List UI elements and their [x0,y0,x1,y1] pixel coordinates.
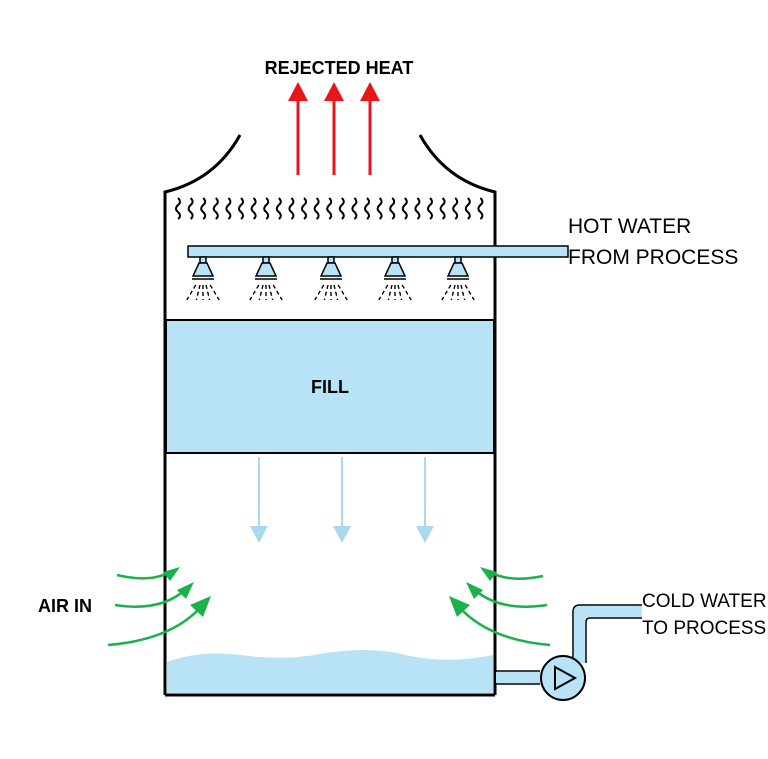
spray-nozzle-icon [314,256,348,301]
air-arrow [466,582,548,608]
air-arrow [449,596,551,647]
drift-squiggle [263,197,270,220]
drift-squiggle [212,197,219,220]
drift-squiggle [414,197,421,220]
drip-arrow [416,457,434,543]
cold-water-label-line1: COLD WATER [642,591,767,612]
air-in-label: AIR IN [38,596,92,616]
fill-label: FILL [311,377,349,397]
drift-squiggle [175,197,181,220]
drift-squiggle [338,197,345,220]
air-in-arrows-left [107,567,211,647]
air-arrow [107,596,211,647]
drift-squiggle [389,197,396,220]
heat-arrow [360,82,380,175]
spray-nozzle-icon [378,256,412,301]
rejected-heat-label: REJECTED HEAT [265,58,414,78]
spray-nozzles [186,256,475,301]
drift-squiggle [351,197,358,220]
drift-squiggle [326,197,333,220]
drift-squiggle [439,197,446,220]
hot-water-label-line1: HOT WATER [568,215,691,238]
drift-squiggle [288,197,295,220]
drift-squiggle [452,197,459,220]
pump-icon [540,655,586,701]
drift-squiggle [464,197,471,220]
heat-arrow [288,82,308,175]
drift-squiggle [401,197,408,220]
spray-nozzle-icon [441,256,475,301]
drift-squiggle [376,197,383,220]
drip-arrow [333,457,351,543]
air-in-arrows-right [449,567,551,647]
air-arrow [114,582,194,608]
spray-nozzle-icon [186,256,220,301]
basin-water [167,649,493,693]
cold-water-outlet [496,604,642,685]
cold-water-label-line2: TO PROCESS [642,618,766,639]
fill-media [165,319,495,454]
drift-squiggle [477,197,484,220]
drip-arrow [250,457,268,543]
drift-squiggle [275,197,282,220]
air-arrow [116,567,180,581]
drift-squiggle [427,197,433,220]
falling-water-arrows [250,457,434,543]
heat-arrow [324,82,344,175]
hot-water-label-line2: FROM PROCESS [568,246,738,269]
drift-squiggle [364,197,370,220]
spray-nozzle-icon [249,256,283,301]
air-arrow [480,567,544,581]
drift-squiggle [238,197,244,220]
rejected-heat-arrows [288,82,380,175]
drift-squiggle [200,197,207,220]
drift-squiggle [225,197,232,220]
drift-squiggle [313,197,320,220]
tower-shell [163,134,497,697]
hot-water-pipe [187,245,569,258]
drift-squiggle [250,197,257,220]
drift-squiggle [187,197,194,220]
drift-eliminator [175,197,484,220]
drift-squiggle [301,197,307,220]
